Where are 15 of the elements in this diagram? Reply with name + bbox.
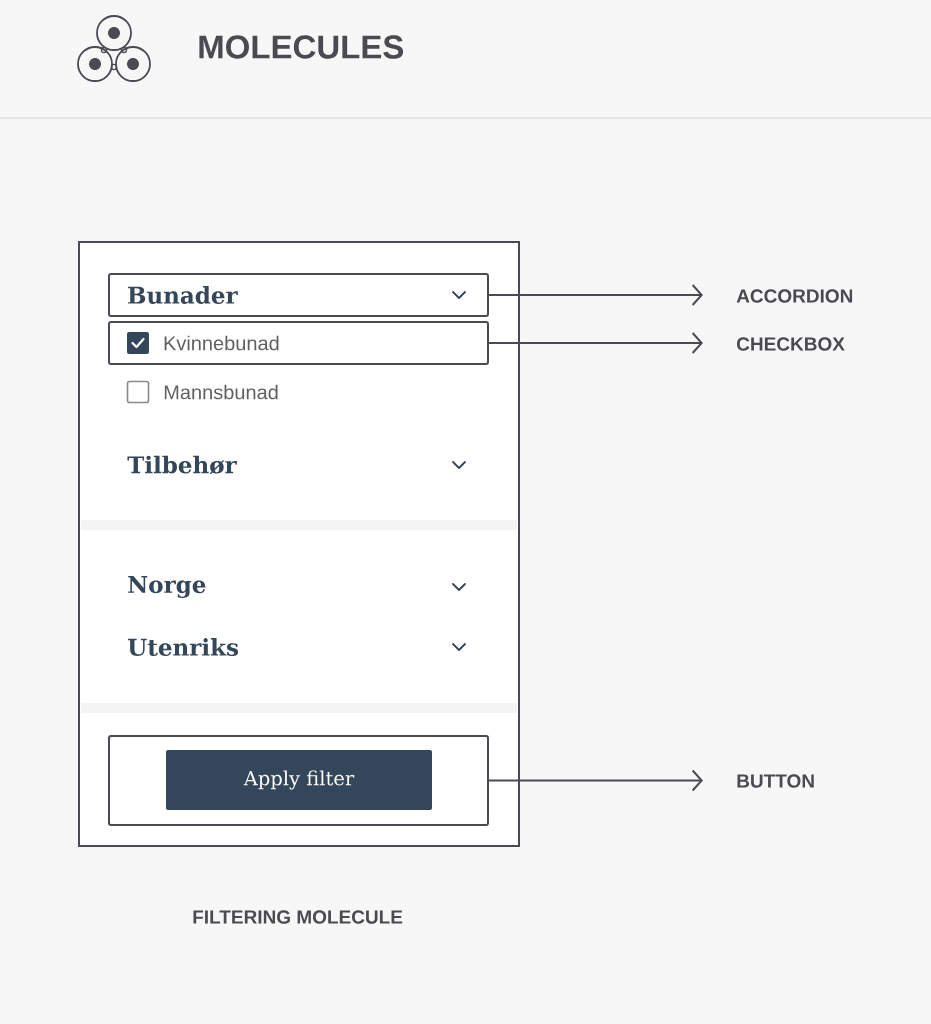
arrow (488, 769, 703, 792)
callout-label: CHECKBOX (737, 337, 845, 351)
checkbox-row: Kvinnebunad (108, 321, 489, 365)
page-title: MOLECULES (199, 35, 404, 59)
arrow (488, 332, 703, 354)
accordion-box: Bunader (108, 273, 489, 317)
apply-button: Apply filter (166, 750, 432, 810)
accordion-heading: Tilbehør (127, 455, 237, 475)
figure-caption: FILTERING MOLECULE (193, 910, 403, 924)
accordion-heading: Norge (128, 576, 206, 598)
callout-label: ACCORDION (736, 289, 853, 303)
callout-label: BUTTON (737, 774, 814, 788)
accordion-heading: Utenriks (128, 638, 239, 656)
option-label: Mannsbunad (164, 384, 278, 400)
arrow (488, 284, 703, 306)
